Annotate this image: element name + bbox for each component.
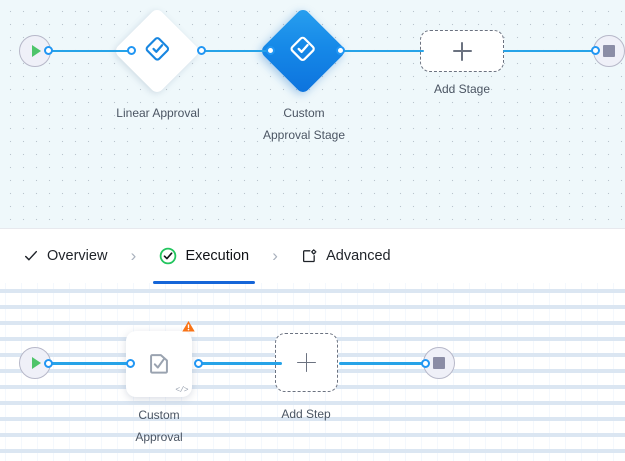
stop-icon — [433, 357, 445, 369]
stop-icon — [603, 45, 615, 57]
stage-designer-canvas[interactable]: Linear Approval Custom Approval Stage Ad… — [0, 0, 625, 228]
step-designer-canvas[interactable]: </> Custom Approval Add Step — [0, 283, 625, 461]
tab-advanced-label: Advanced — [326, 248, 391, 264]
tab-overview-label: Overview — [47, 248, 108, 264]
play-icon — [32, 357, 41, 369]
edge-start-to-custom-approval-step — [46, 362, 130, 365]
stage-start-output-port[interactable] — [44, 46, 53, 56]
stage-label-custom-approval-line2: Approval Stage — [262, 128, 346, 142]
step-label-custom-approval-line1: Custom — [138, 408, 180, 422]
add-stage-button[interactable] — [420, 30, 504, 72]
task-check-icon — [145, 350, 173, 378]
play-icon — [32, 45, 41, 57]
stage-label-linear-approval: Linear Approval — [116, 106, 200, 120]
warning-triangle-icon[interactable] — [181, 319, 196, 334]
stage-label-custom-approval-line1: Custom — [283, 106, 325, 120]
stage-end-input-port[interactable] — [591, 46, 600, 56]
stage-node-linear-approval[interactable] — [113, 7, 201, 95]
edge-linear-approval-to-custom-approval — [199, 49, 269, 53]
add-stage-label: Add Stage — [433, 82, 491, 96]
step-label-custom-approval-line2: Approval — [135, 430, 183, 444]
stage-diamond-shape-selected[interactable] — [259, 7, 347, 95]
custom-approval-input-port[interactable] — [266, 46, 275, 56]
tabbar-left-spacer — [0, 229, 19, 284]
approval-diamond-icon — [144, 35, 171, 67]
step-start-output-port[interactable] — [44, 358, 53, 368]
tab-execution-label: Execution — [185, 248, 250, 264]
custom-approval-step-input-port[interactable] — [126, 358, 135, 368]
plus-icon — [297, 353, 316, 372]
step-end-node[interactable] — [423, 347, 455, 379]
edge-custom-approval-to-add-stage — [338, 49, 424, 53]
tab-separator-1: › — [130, 246, 137, 265]
stage-diamond-shape[interactable] — [113, 7, 201, 95]
settings-box-icon — [301, 248, 318, 265]
edge-custom-approval-step-to-add-step — [196, 362, 282, 365]
custom-approval-output-port[interactable] — [336, 46, 345, 56]
approval-diamond-icon — [289, 35, 317, 68]
add-step-button[interactable] — [275, 333, 338, 392]
linear-approval-input-port[interactable] — [127, 46, 136, 56]
designer-tab-bar: Overview › Execution › Advanced — [0, 228, 625, 284]
custom-approval-step-output-port[interactable] — [194, 358, 203, 368]
tab-advanced[interactable]: Advanced — [297, 229, 395, 284]
edge-add-step-to-end — [339, 362, 425, 365]
check-icon — [23, 248, 39, 264]
code-badge-icon: </> — [175, 386, 188, 395]
stage-node-custom-approval[interactable] — [259, 7, 347, 95]
check-circle-icon — [159, 247, 177, 265]
edge-add-stage-to-end — [503, 49, 595, 53]
tab-execution[interactable]: Execution — [153, 229, 255, 284]
linear-approval-output-port[interactable] — [197, 46, 206, 56]
tab-separator-2: › — [272, 246, 278, 265]
add-step-label: Add Step — [281, 407, 331, 421]
step-end-input-port[interactable] — [421, 358, 430, 368]
step-node-custom-approval[interactable]: </> — [126, 320, 195, 397]
tab-overview[interactable]: Overview — [19, 229, 111, 284]
edge-start-to-linear-approval — [46, 49, 130, 53]
plus-icon — [452, 41, 472, 61]
